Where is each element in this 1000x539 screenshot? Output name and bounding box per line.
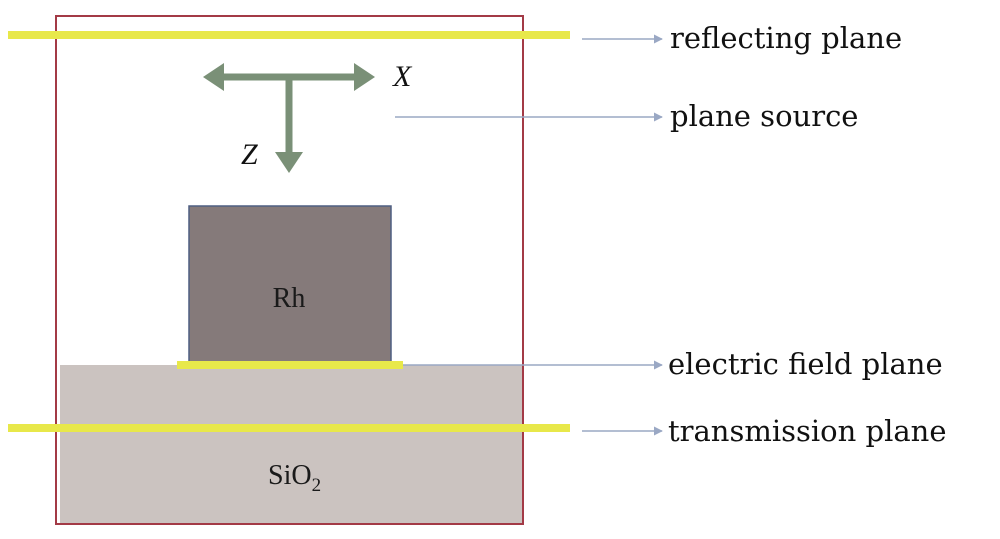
rh-particle bbox=[188, 205, 392, 365]
z-axis-label: Z bbox=[241, 138, 258, 171]
x-axis-left-arrowhead bbox=[203, 63, 224, 91]
rh-label: Rh bbox=[273, 283, 306, 314]
z-axis-arrowhead bbox=[275, 152, 303, 173]
substrate-block bbox=[60, 365, 522, 525]
plane-source-label: plane source bbox=[670, 99, 858, 133]
reflecting-plane-label: reflecting plane bbox=[670, 21, 902, 55]
sio2-label-subscript: 2 bbox=[312, 475, 322, 496]
sio2-label-base: SiO bbox=[268, 460, 312, 491]
x-axis-label: X bbox=[392, 60, 413, 93]
electric-field-plane-label: electric field plane bbox=[668, 347, 943, 381]
reflecting-plane-line bbox=[8, 31, 570, 39]
transmission-plane-label: transmission plane bbox=[668, 414, 947, 448]
sio2-label: SiO2 bbox=[268, 460, 321, 496]
simulation-boundary bbox=[55, 15, 524, 525]
axis-arrows bbox=[203, 63, 375, 173]
electric-field-plane-line bbox=[177, 361, 403, 369]
transmission-plane-line bbox=[8, 424, 570, 432]
x-axis-right-arrowhead bbox=[354, 63, 375, 91]
